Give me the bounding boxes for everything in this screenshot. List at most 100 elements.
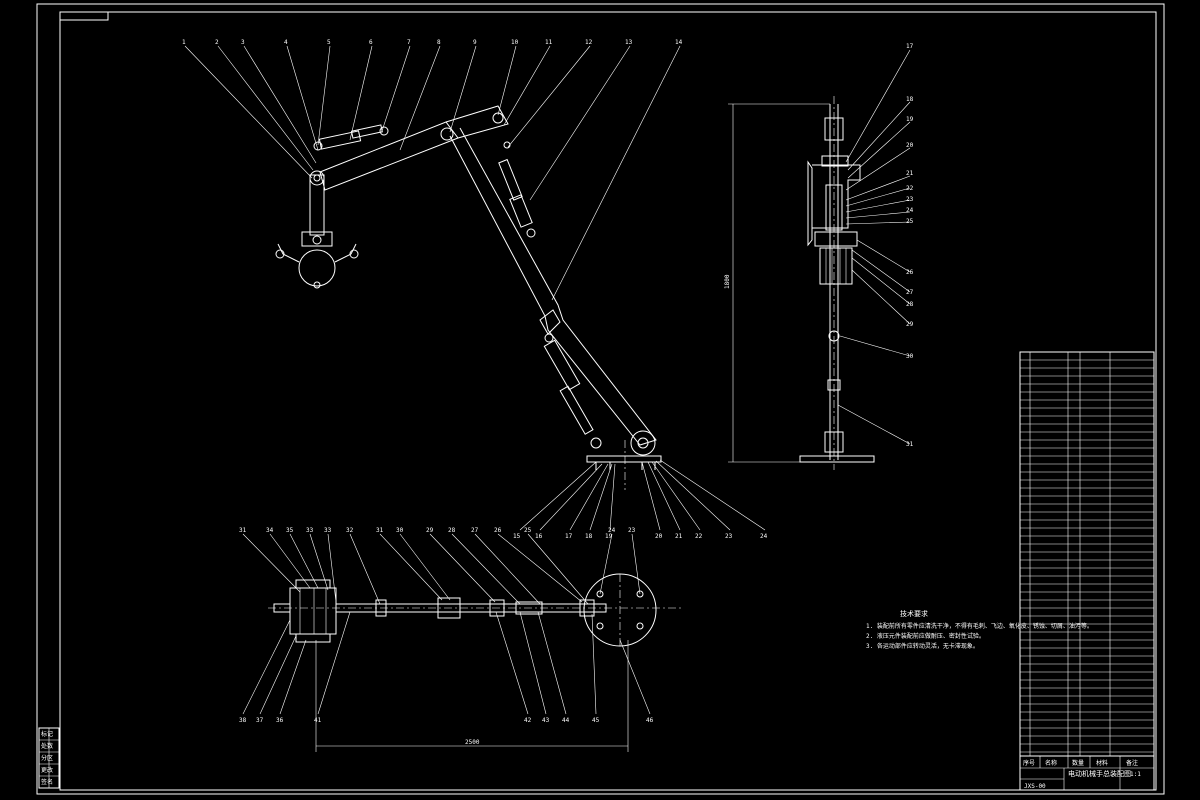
svg-text:26: 26	[906, 269, 914, 276]
side-leaders	[837, 49, 911, 445]
outer-border	[36, 3, 1165, 795]
callout-2: 2	[215, 39, 219, 46]
callout-7: 7	[407, 39, 411, 46]
svg-text:34: 34	[266, 527, 274, 534]
drawing-title: 电动机械手总装配图	[1068, 769, 1131, 778]
base-plate	[586, 455, 662, 463]
front-callout-labels: 1 2 3 4 5 6 7 8 9 10 11 12 13 14 15 16 1…	[182, 39, 768, 540]
title-block: 序号 名称 数量 材料 备注 电动机械手总装配图 1:1 JXS-00	[1019, 755, 1155, 791]
svg-text:37: 37	[256, 717, 264, 724]
drawing-number: JXS-00	[1024, 783, 1046, 790]
svg-text:24: 24	[608, 527, 616, 534]
notes-title: 技术要求	[900, 609, 928, 618]
drawing-scale: 1:1	[1130, 771, 1141, 778]
callout-21: 21	[675, 533, 683, 540]
callout-4: 4	[284, 39, 288, 46]
side-block-cell-0: 标记	[41, 730, 53, 738]
title-header-name: 名称	[1045, 759, 1057, 767]
svg-text:32: 32	[346, 527, 354, 534]
svg-text:41: 41	[314, 717, 322, 724]
title-header-remark: 备注	[1126, 759, 1138, 767]
callout-23: 23	[725, 533, 733, 540]
svg-text:20: 20	[906, 142, 914, 149]
svg-text:25: 25	[906, 218, 914, 225]
callout-16: 16	[535, 533, 543, 540]
svg-text:31: 31	[906, 441, 914, 448]
svg-text:44: 44	[562, 717, 570, 724]
callout-1: 1	[182, 39, 186, 46]
title-header-qty: 数量	[1072, 759, 1084, 767]
svg-text:43: 43	[542, 717, 550, 724]
svg-text:38: 38	[239, 717, 247, 724]
gripper-jaw	[298, 249, 336, 287]
svg-text:29: 29	[906, 321, 914, 328]
svg-text:33: 33	[324, 527, 332, 534]
note-line-2: 2. 液压元件装配前应做耐压、密封性试验。	[866, 632, 985, 640]
callout-12: 12	[585, 39, 593, 46]
callout-17: 17	[565, 533, 573, 540]
callout-19: 19	[605, 533, 613, 540]
svg-text:21: 21	[906, 170, 914, 177]
svg-text:33: 33	[306, 527, 314, 534]
svg-text:18: 18	[906, 96, 914, 103]
parts-list	[1019, 351, 1155, 757]
svg-text:29: 29	[426, 527, 434, 534]
svg-text:24: 24	[906, 207, 914, 214]
callout-24: 24	[760, 533, 768, 540]
callout-6: 6	[369, 39, 373, 46]
callout-18: 18	[585, 533, 593, 540]
side-callout-labels: 17 18 19 20 21 22 23 24 25 26 27 28 29 3…	[906, 43, 914, 448]
svg-text:27: 27	[471, 527, 479, 534]
side-block-cell-3: 更改	[41, 766, 53, 774]
callout-13: 13	[625, 39, 633, 46]
top-left-tag	[59, 11, 109, 21]
svg-text:30: 30	[906, 353, 914, 360]
technical-notes: 技术要求 1. 装配前所有零件应清洗干净，不得有毛刺、飞边、氧化皮、锈蚀、切屑、…	[866, 609, 1093, 650]
callout-15: 15	[513, 533, 521, 540]
svg-text:30: 30	[396, 527, 404, 534]
svg-text:31: 31	[376, 527, 384, 534]
note-line-1: 1. 装配前所有零件应清洗干净，不得有毛刺、飞边、氧化皮、锈蚀、切屑、油污等。	[866, 622, 1093, 630]
svg-text:25: 25	[524, 527, 532, 534]
front-view	[275, 105, 662, 490]
svg-text:19: 19	[906, 116, 914, 123]
top-leaders	[242, 533, 651, 715]
svg-text:28: 28	[906, 301, 914, 308]
svg-text:27: 27	[906, 289, 914, 296]
side-height-dimension: 1800	[724, 274, 731, 289]
svg-text:35: 35	[286, 527, 294, 534]
side-block-cell-1: 处数	[41, 742, 53, 750]
front-leaders	[184, 45, 766, 531]
callout-10: 10	[511, 39, 519, 46]
svg-text:28: 28	[448, 527, 456, 534]
svg-text:23: 23	[628, 527, 636, 534]
callout-11: 11	[545, 39, 553, 46]
callout-20: 20	[655, 533, 663, 540]
svg-text:31: 31	[239, 527, 247, 534]
svg-text:46: 46	[646, 717, 654, 724]
callout-3: 3	[241, 39, 245, 46]
callout-5: 5	[327, 39, 331, 46]
title-header-material: 材料	[1096, 759, 1108, 767]
svg-text:17: 17	[906, 43, 914, 50]
svg-text:42: 42	[524, 717, 532, 724]
side-block-cell-2: 分区	[41, 754, 53, 762]
note-line-3: 3. 各运动部件应转动灵活，无卡滞现象。	[866, 642, 979, 650]
side-view: 1800	[724, 96, 875, 470]
svg-text:23: 23	[906, 196, 914, 203]
svg-text:45: 45	[592, 717, 600, 724]
side-block-cell-4: 签名	[41, 778, 53, 786]
svg-text:26: 26	[494, 527, 502, 534]
callout-8: 8	[437, 39, 441, 46]
title-header-index: 序号	[1023, 759, 1035, 767]
callout-22: 22	[695, 533, 703, 540]
callout-14: 14	[675, 39, 683, 46]
inner-border	[59, 11, 1157, 791]
svg-text:36: 36	[276, 717, 284, 724]
top-length-dimension: 2500	[465, 739, 480, 746]
top-callout-labels: 31 34 35 33 33 32 31 30 29 28 27 26 25 2…	[239, 527, 654, 724]
top-view: 2500	[268, 573, 684, 752]
svg-text:22: 22	[906, 185, 914, 192]
boom	[449, 127, 657, 446]
